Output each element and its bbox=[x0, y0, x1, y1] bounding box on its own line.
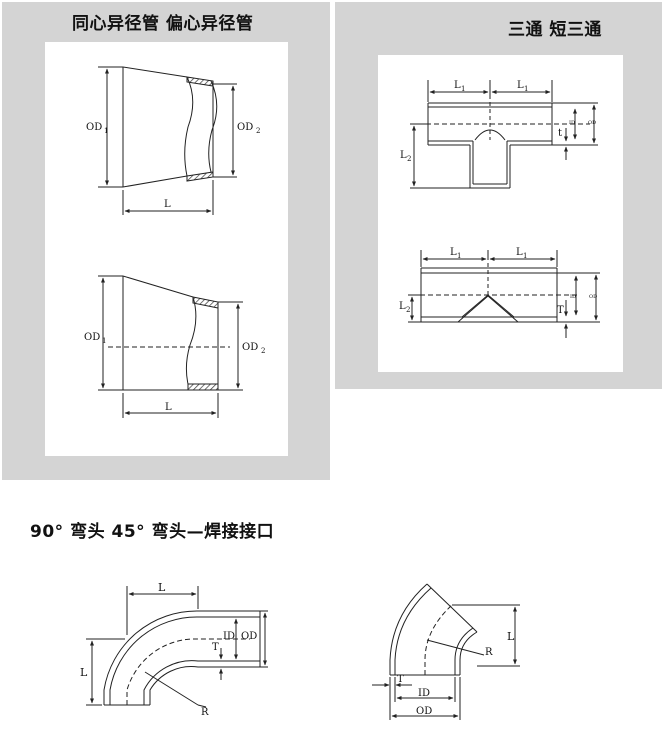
od2-label-2: OD bbox=[242, 342, 258, 353]
tee-l1-a-sub: 1 bbox=[461, 85, 465, 93]
eccentric-reducer-drawing bbox=[98, 275, 243, 418]
tee-l2-sub: 2 bbox=[407, 155, 411, 163]
elbow90-id: ID bbox=[223, 631, 235, 642]
od1-label: OD bbox=[86, 122, 102, 133]
short-tee-l1-b: L bbox=[516, 247, 523, 258]
reducer-l-label-2: L bbox=[165, 402, 172, 413]
elbows-title: 90° 弯头 45° 弯头—焊接接口 bbox=[30, 522, 275, 542]
elbow45-r: R bbox=[485, 647, 493, 658]
reducer-l-label: L bbox=[164, 199, 171, 210]
reducers-card bbox=[45, 42, 288, 456]
elbow90-od: OD bbox=[241, 631, 257, 642]
elbow-45-drawing bbox=[372, 583, 520, 720]
tee-l1-b: L bbox=[517, 80, 524, 91]
elbow90-r: R bbox=[201, 707, 209, 718]
tee-od-label: OD bbox=[588, 120, 596, 126]
od2-sub-2: 2 bbox=[261, 347, 265, 355]
elbow90-l-left: L bbox=[80, 666, 88, 679]
short-tee-l2-sub: 2 bbox=[406, 306, 410, 314]
elbow-90-drawing bbox=[86, 586, 268, 708]
od2-sub: 2 bbox=[256, 127, 260, 135]
concentric-reducer-drawing bbox=[98, 66, 237, 215]
short-tee-drawing bbox=[408, 250, 600, 338]
tees-card bbox=[378, 55, 623, 372]
short-tee-od-label: OD bbox=[589, 294, 597, 300]
elbow45-id: ID bbox=[418, 688, 430, 699]
elbow45-od: OD bbox=[416, 706, 432, 717]
short-tee-l1-a-sub: 1 bbox=[457, 252, 461, 260]
elbow45-l: L bbox=[507, 630, 515, 643]
od1-label-2: OD bbox=[84, 332, 100, 343]
short-tee-l1-a: L bbox=[450, 247, 457, 258]
tee-l1-b-sub: 1 bbox=[524, 85, 528, 93]
elbow90-t: T bbox=[212, 642, 219, 653]
tee-l1-a: L bbox=[454, 80, 461, 91]
short-tee-l2: L bbox=[399, 301, 406, 312]
reducers-title: 同心异径管 偏心异径管 bbox=[72, 14, 254, 34]
tee-t-label: t bbox=[558, 128, 562, 139]
tee-l2: L bbox=[400, 150, 407, 161]
od1-sub: 1 bbox=[104, 127, 108, 135]
tee-id-label: ID bbox=[569, 120, 575, 126]
elbow45-t: T bbox=[397, 674, 404, 685]
short-tee-id-label: ID bbox=[570, 294, 576, 300]
tee-drawing bbox=[410, 80, 598, 189]
short-tee-l1-b-sub: 1 bbox=[523, 252, 527, 260]
od2-label: OD bbox=[237, 122, 253, 133]
tees-title: 三通 短三通 bbox=[508, 20, 602, 40]
od1-sub-2: 1 bbox=[102, 337, 106, 345]
elbow90-l-top: L bbox=[158, 581, 166, 594]
short-tee-t-label: T bbox=[557, 305, 564, 316]
